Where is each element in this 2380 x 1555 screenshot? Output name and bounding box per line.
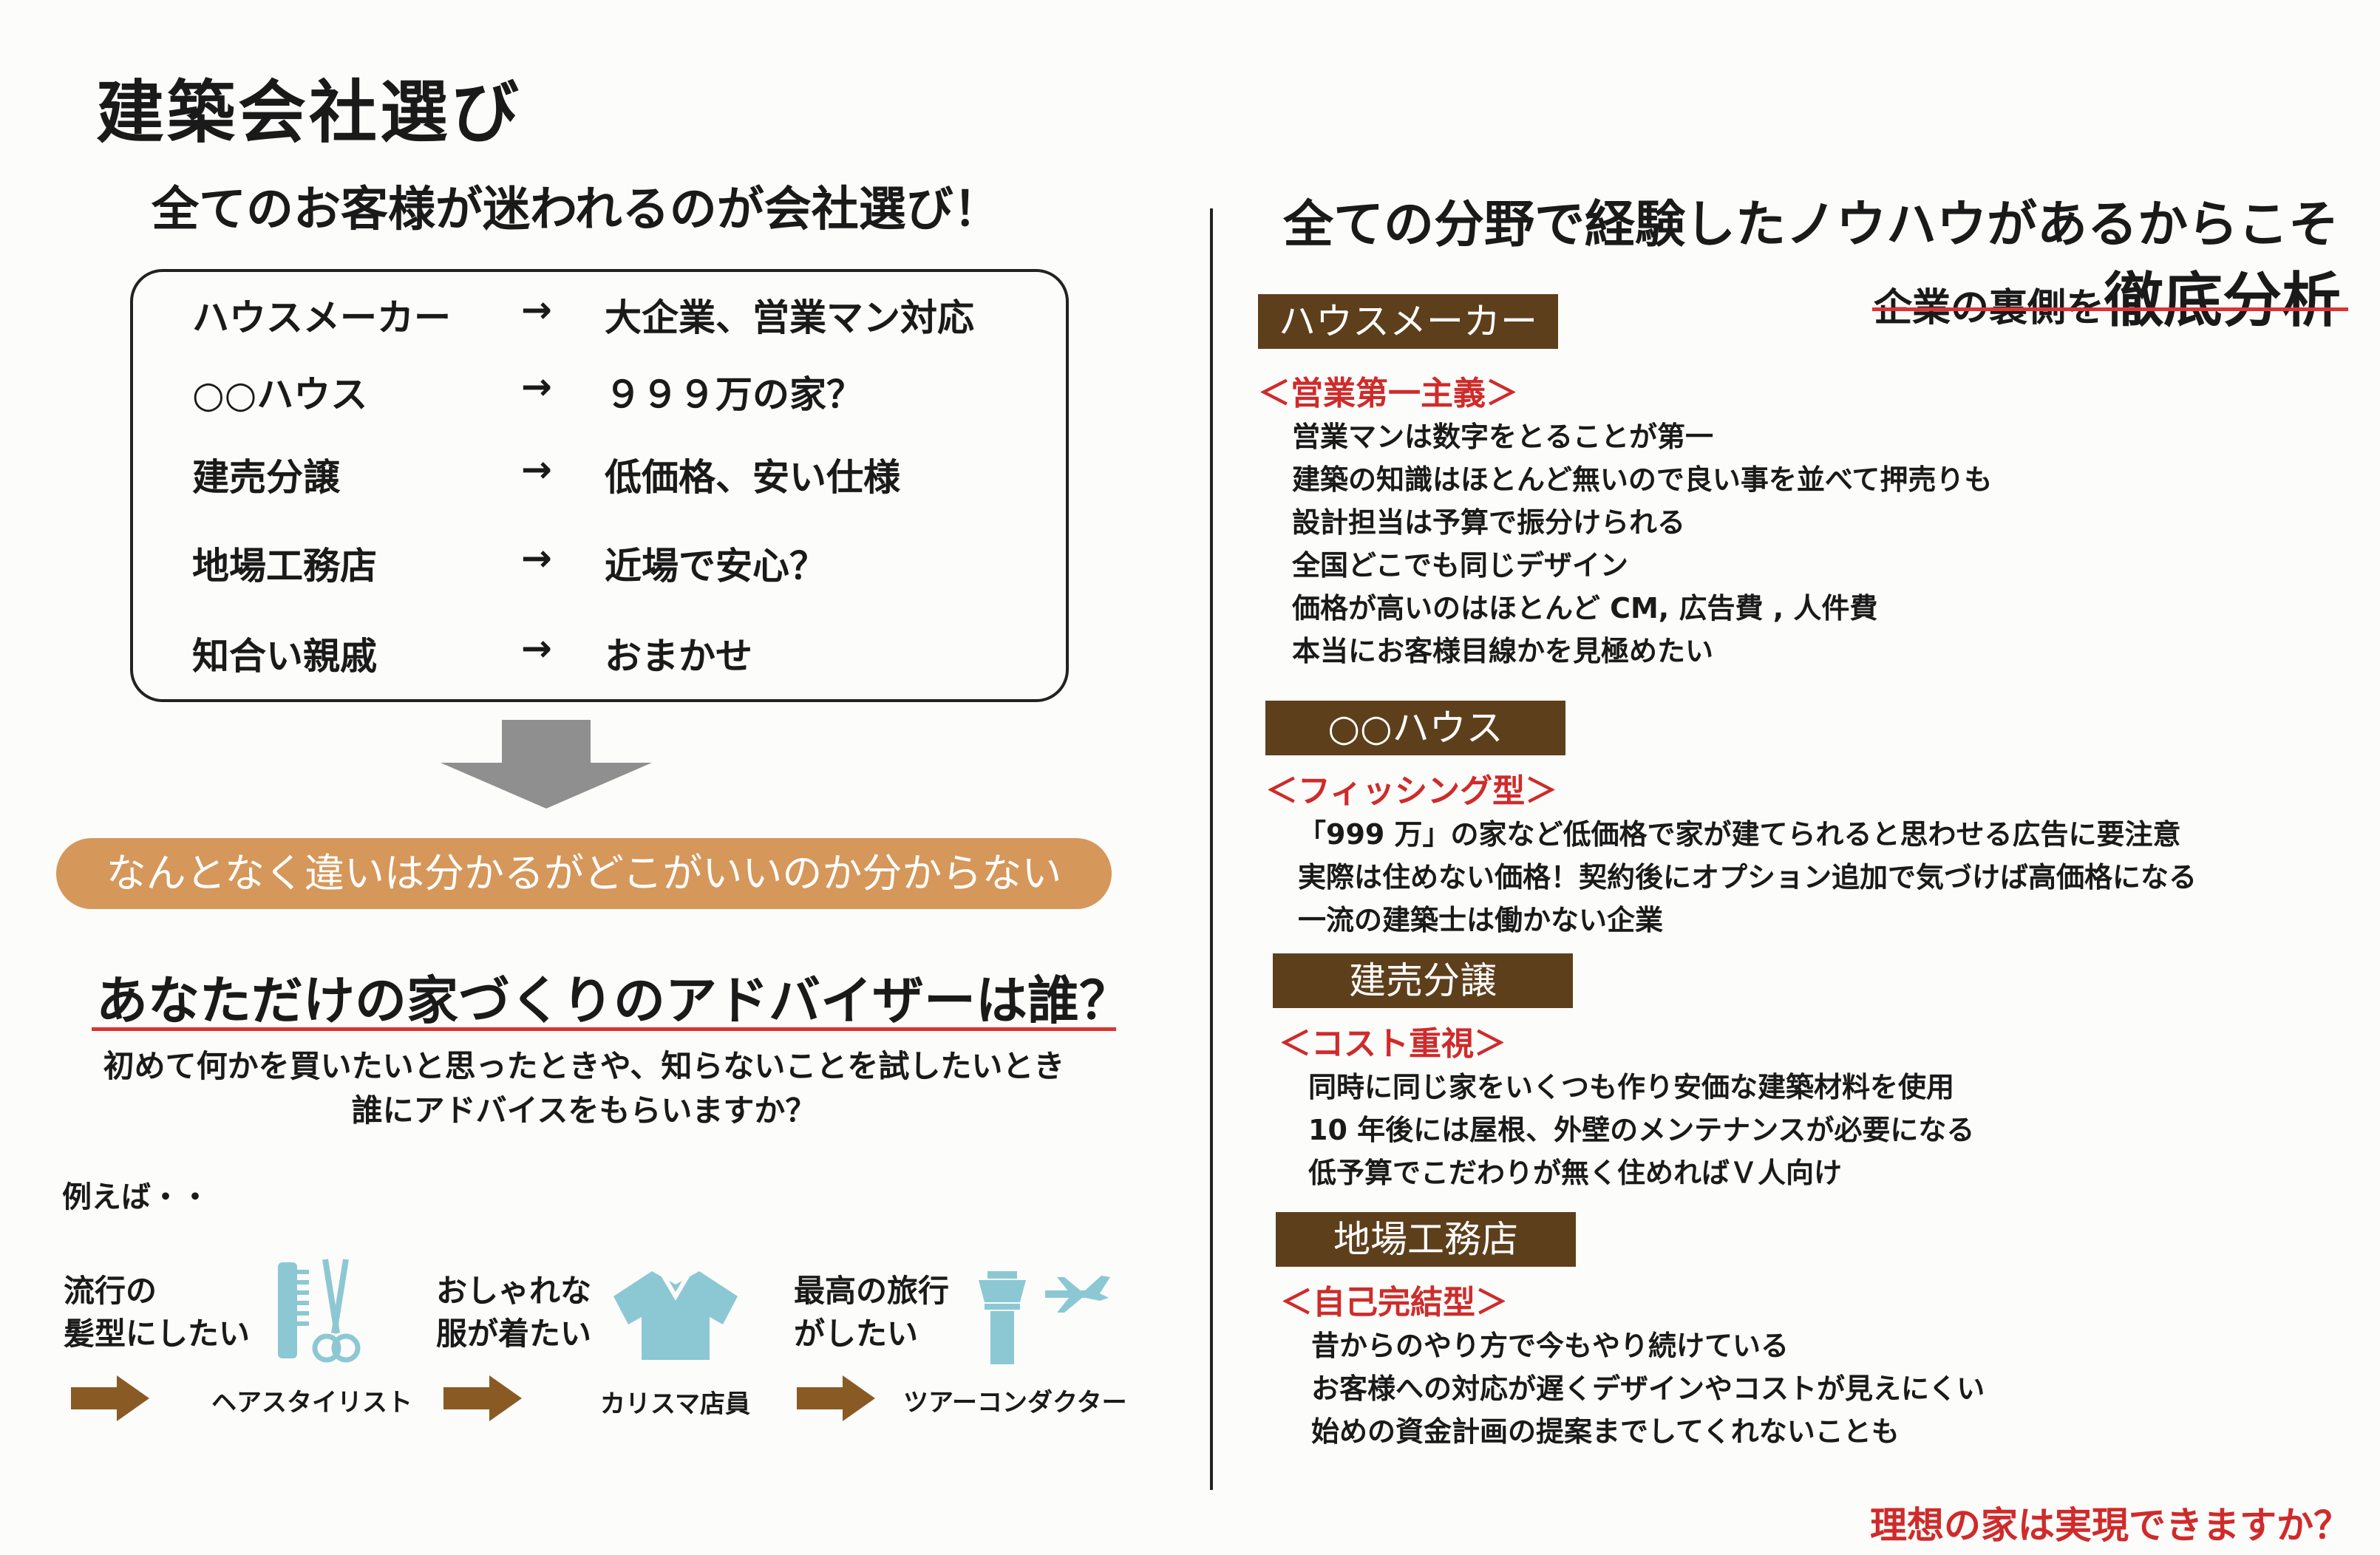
confusion-banner: なんとなく違いは分かるがどこがいいのか分からない (56, 838, 1112, 909)
page-title: 建築会社選び (96, 73, 523, 152)
type-row: 知合い親戚 → おまかせ (133, 627, 1066, 686)
type-name: 建売分譲 (192, 456, 340, 499)
category-line: 同時に同じ家をいくつも作り安価な建築材料を使用 (1308, 1071, 1955, 1103)
example-role: カリスマ店員 (600, 1389, 750, 1419)
type-row: ハウスメーカー → 大企業、営業マン対応 (133, 288, 1066, 347)
advisor-heading: あなただけの家づくりのアドバイザーは誰？ (96, 970, 1131, 1031)
category-line: 一流の建築士は働かない企業 (1298, 904, 1664, 936)
category-tag: ＜フィッシング型＞ (1265, 772, 1558, 810)
down-arrow-icon (441, 720, 652, 809)
advisor-underline (92, 1027, 1116, 1031)
brown-arrow-icon (797, 1375, 875, 1421)
type-desc: ９９９万の家？ (605, 373, 863, 416)
category-tag: ＜営業第一主義＞ (1258, 375, 1518, 412)
closing-question: 理想の家は実現できますか？ (1870, 1504, 2350, 1547)
category-label: ハウスメーカー (1258, 294, 1558, 349)
example-role: ツアーコンダクター (903, 1388, 1127, 1418)
type-name: ハウスメーカー (192, 296, 451, 339)
type-row: 地場工務店 → 近場で安心？ (133, 537, 1066, 596)
right-arrow-icon: → (521, 537, 552, 579)
category-tag: ＜コスト重視＞ (1279, 1025, 1506, 1063)
category-line: 本当にお客様目線かを見極めたい (1292, 635, 1714, 667)
right-subheading: 企業の裏側を徹底分析 (1874, 266, 2342, 335)
right-heading: 全ての分野で経験したノウハウがあるからこそ (1283, 196, 2339, 254)
category-label: 建売分譲 (1273, 953, 1573, 1008)
category-label: ○○ハウス (1265, 701, 1565, 755)
category-line: 建築の知識はほとんど無いので良い事を並べて押売りも (1292, 463, 1993, 496)
type-desc: 低価格、安い仕様 (605, 456, 900, 499)
category-line: 全国どこでも同じデザイン (1292, 549, 1628, 582)
category-line: 設計担当は予算で振分けられる (1292, 506, 1686, 539)
intro-line: 誰にアドバイスをもらいますか？ (351, 1092, 817, 1129)
category-line: 価格が高いのはほとんど CM, 広告費 , 人件費 (1292, 592, 1878, 625)
company-types-box: ハウスメーカー → 大企業、営業マン対応 ○○ハウス → ９９９万の家？ 建売分… (130, 269, 1069, 702)
category-line: 「999 万」の家など低価格で家が建てられると思わせる広告に要注意 (1298, 818, 2181, 851)
example-text: 流行の 髪型にしたい (64, 1273, 251, 1352)
right-arrow-icon: → (521, 448, 552, 491)
category-line: 実際は住めない価格！契約後にオプション追加で気づけば高価格になる (1298, 861, 2197, 894)
example-role: ヘアスタイリスト (211, 1388, 412, 1418)
category-line: お客様への対応が遅くデザインやコストが見えにくい (1311, 1372, 1985, 1405)
intro-line: 初めて何かを買いたいと思ったときや、知らないことを試したいとき (103, 1048, 1065, 1084)
brown-arrow-icon (71, 1375, 149, 1421)
category-label: 地場工務店 (1276, 1212, 1576, 1267)
category-line: 低予算でこだわりが無く住めればＶ人向け (1308, 1157, 1843, 1189)
category-line: 昔からのやり方で今もやり続けている (1311, 1330, 1789, 1362)
right-arrow-icon: → (521, 365, 552, 408)
column-divider (1210, 208, 1213, 1490)
examples-label: 例えば・・ (62, 1180, 210, 1214)
type-name: 知合い親戚 (192, 635, 377, 678)
type-desc: 近場で安心？ (605, 545, 826, 588)
type-row: ○○ハウス → ９９９万の家？ (133, 365, 1066, 424)
example-text: 最高の旅行 がしたい (794, 1273, 950, 1352)
type-name: ○○ハウス (192, 373, 368, 416)
type-desc: 大企業、営業マン対応 (605, 296, 974, 339)
category-line: 始めの資金計画の提案までしてくれないことも (1311, 1415, 1900, 1448)
example-text: おしゃれな 服が着たい (436, 1273, 592, 1352)
right-arrow-icon: → (521, 627, 552, 670)
category-tag: ＜自己完結型＞ (1280, 1284, 1508, 1321)
brown-arrow-icon (443, 1375, 522, 1421)
type-desc: おまかせ (605, 635, 752, 678)
control-tower-airplane-icon (979, 1271, 1110, 1364)
type-name: 地場工務店 (192, 545, 377, 588)
category-line: 10 年後には屋根、外壁のメンテナンスが必要になる (1308, 1114, 1975, 1146)
right-arrow-icon: → (521, 288, 552, 331)
comb-scissors-icon (278, 1259, 361, 1363)
category-line: 営業マンは数字をとることが第一 (1292, 421, 1714, 453)
left-subtitle: 全てのお客様が迷われるのが会社選び！ (152, 183, 1001, 237)
type-row: 建売分譲 → 低価格、安い仕様 (133, 448, 1066, 507)
right-subheading-underline (1872, 307, 2348, 311)
shirt-icon (613, 1270, 738, 1360)
